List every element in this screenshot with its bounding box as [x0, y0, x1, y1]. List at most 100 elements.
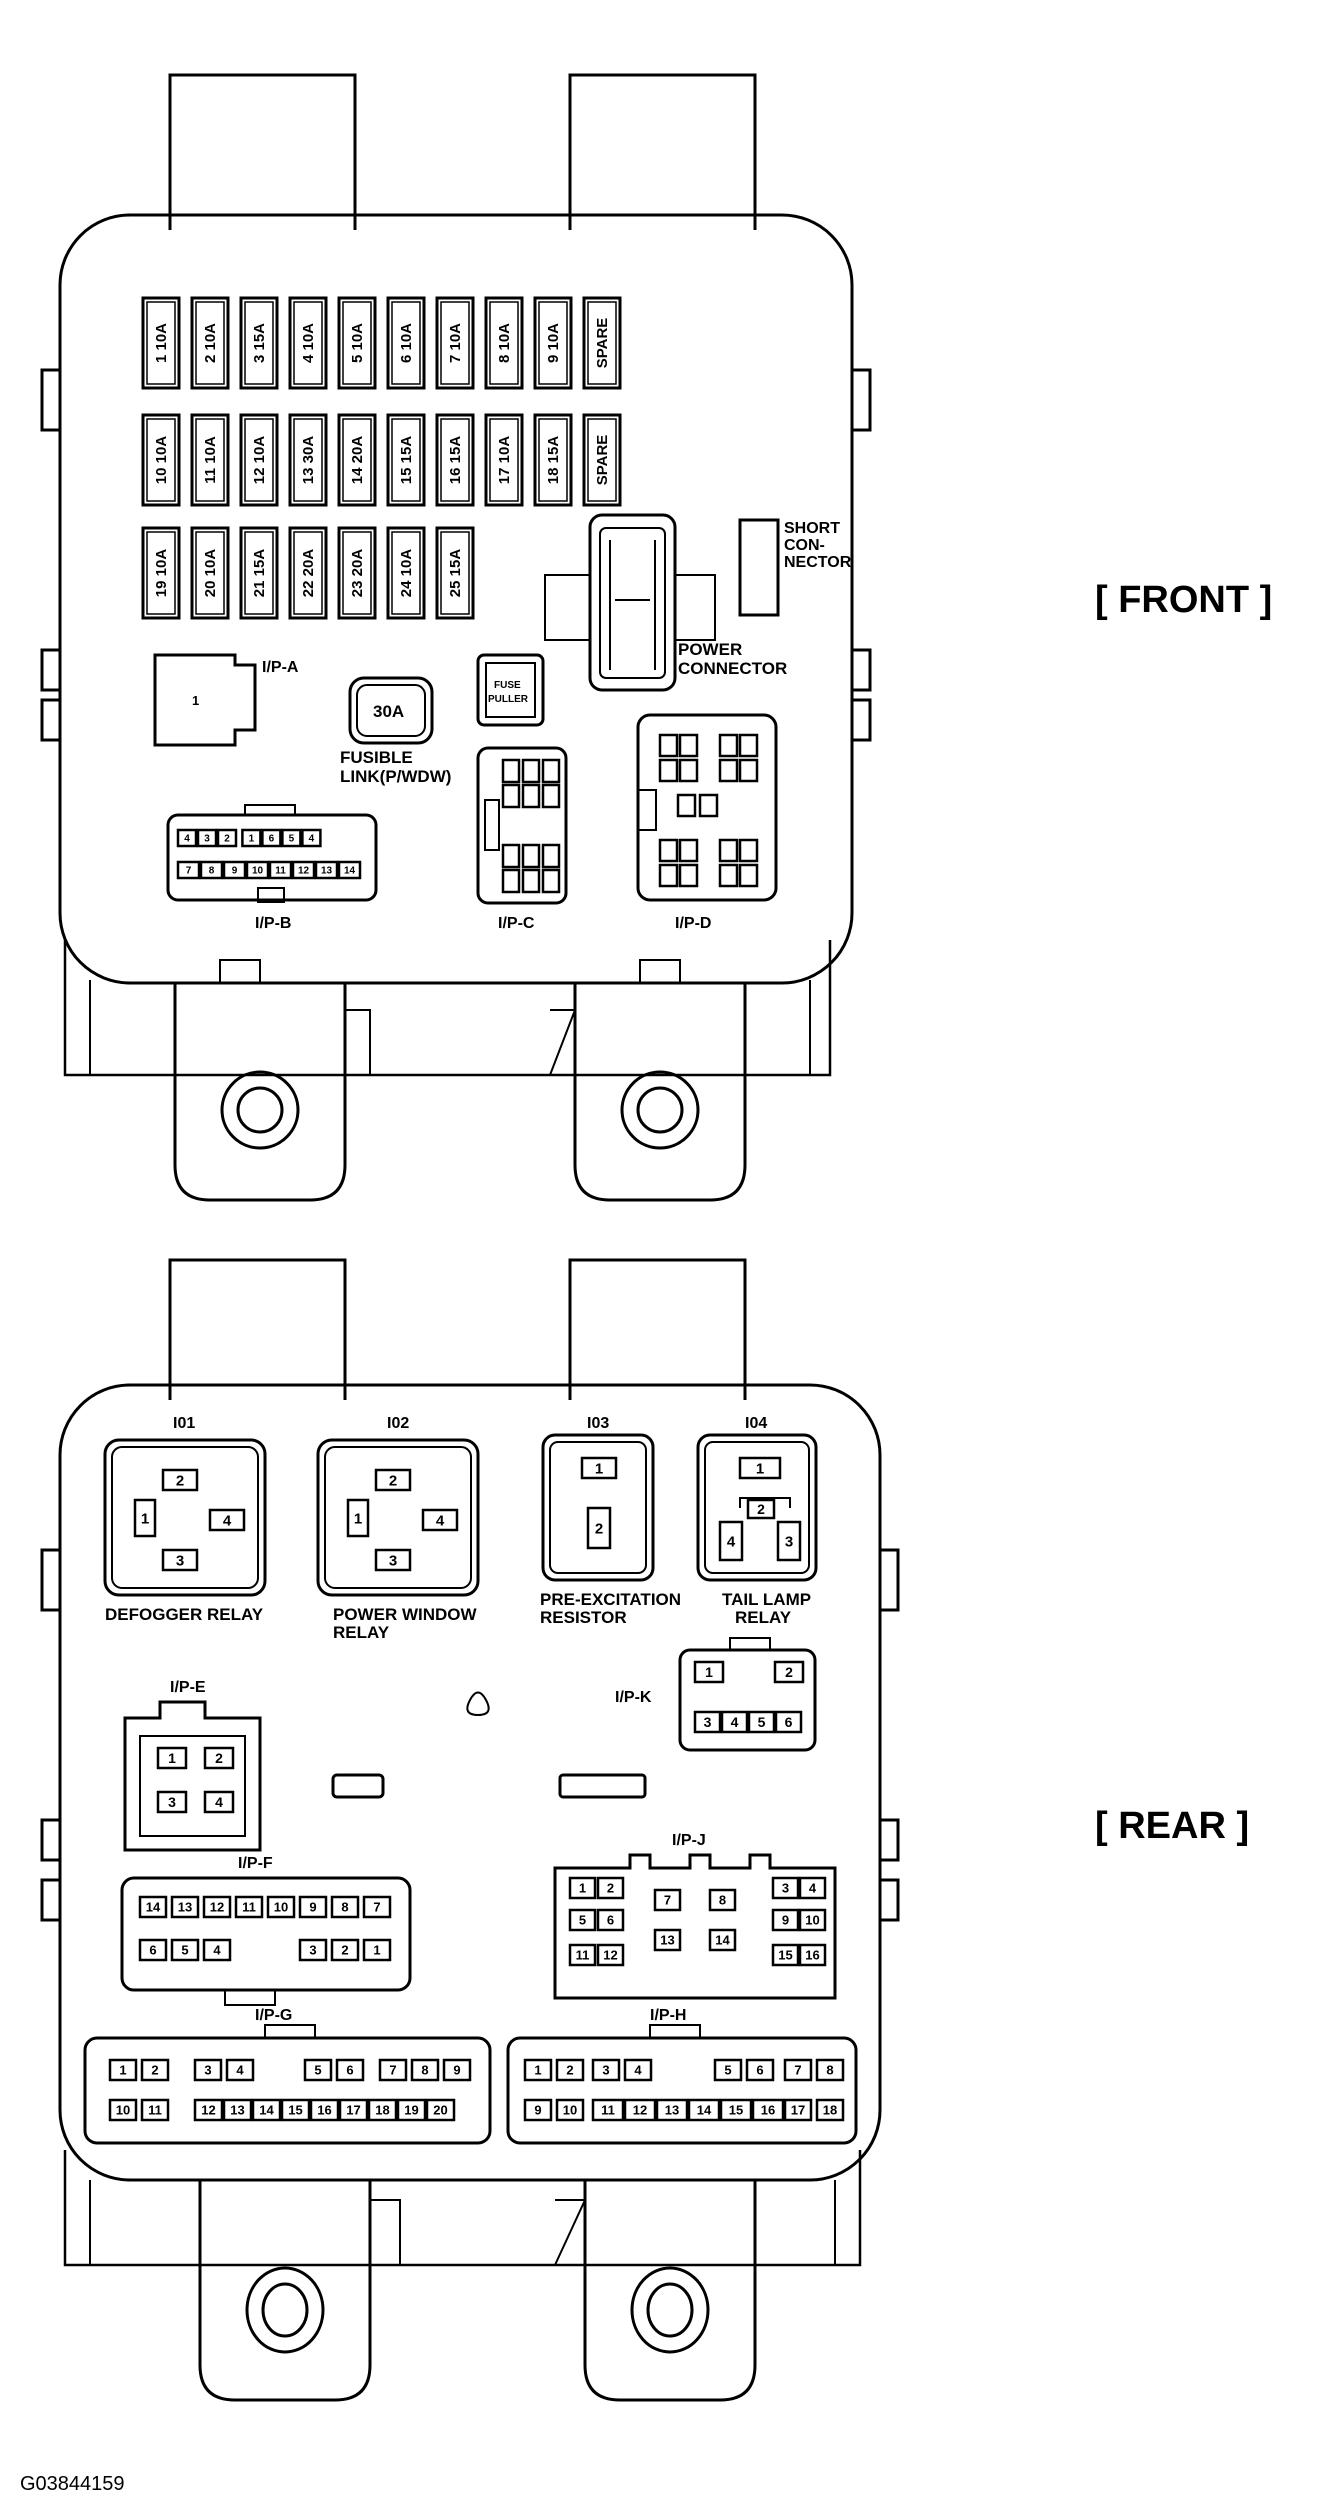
fuse-label: 5 10A [349, 323, 366, 363]
ip-d-pin [738, 863, 759, 888]
pin-label: 10 [252, 866, 264, 877]
connector-pin: 2 [586, 1506, 612, 1550]
connector-pin: 9 [771, 1908, 800, 1932]
pin-label: 2 [341, 1943, 348, 1958]
fuse-21-15a-r2: 21 15A [239, 526, 279, 620]
ip-e-label: I/P-E [170, 1679, 206, 1696]
ip-k-body [678, 1648, 817, 1752]
connector-pin: 10 [266, 1895, 296, 1919]
connector-pin: 10 [108, 2098, 138, 2122]
connector-pin: 4 [421, 1508, 459, 1532]
slot-small [331, 1773, 385, 1799]
ip-c-pin [521, 758, 541, 784]
connector-pin: 9 [523, 2098, 553, 2122]
connector-pin: 6 [596, 1908, 625, 1932]
tail-lamp-i04-code: I04 [745, 1415, 767, 1432]
pin-label: 2 [785, 1664, 793, 1680]
connector-pin: 6 [774, 1710, 803, 1734]
ip-d-pin [658, 838, 679, 863]
pin-label: 4 [184, 834, 190, 845]
ip-d-label: I/P-D [675, 915, 711, 932]
fuse-puller [476, 653, 545, 727]
fuse-4-10a-r0: 4 10A [288, 296, 328, 390]
ip-j-label: I/P-J [672, 1832, 706, 1849]
pin-label: 6 [756, 2063, 763, 2078]
pin-label: 12 [210, 1900, 224, 1915]
ip-d-pin [678, 758, 699, 783]
connector-pin: 7 [176, 860, 201, 880]
fuse-9-10a-r0: 9 10A [533, 296, 573, 390]
ip-c-pin [501, 843, 521, 869]
fuse-17-10a-r1: 17 10A [484, 413, 524, 507]
pin-label: 16 [761, 2103, 775, 2118]
connector-pin: 5 [170, 1938, 200, 1962]
ip-c-label: I/P-C [498, 915, 535, 932]
pin-label: 10 [116, 2103, 130, 2118]
fuse-19-10a-r2: 19 10A [141, 526, 181, 620]
pin-label: 2 [151, 2063, 158, 2078]
pin-label: 4 [731, 1714, 739, 1730]
connector-pin: 6 [138, 1938, 168, 1962]
ip-d-pin [678, 733, 699, 758]
pin-label: 11 [148, 2103, 162, 2118]
connector-pin: 12 [193, 2098, 224, 2122]
fuse-label: SPARE [594, 318, 611, 369]
fusible-link-30a [348, 676, 434, 745]
ip-c-pin [541, 783, 561, 809]
pin-label: 9 [782, 1913, 789, 1928]
connector-pin: 17 [783, 2098, 813, 2122]
connector-pin: 3 [693, 1710, 722, 1734]
pin-label: 1 [373, 1943, 380, 1958]
ip-c-pin [501, 783, 521, 809]
connector-pin: 2 [746, 1498, 776, 1520]
pin-label: 13 [230, 2103, 244, 2118]
connector-pin: 2 [330, 1938, 360, 1962]
fuse-23-20a-r2: 23 20A [337, 526, 377, 620]
fuse-label: 23 20A [349, 549, 366, 598]
pin-label: 7 [794, 2063, 801, 2078]
pin-label: 2 [224, 834, 230, 845]
pin-label: 6 [607, 1913, 614, 1928]
pin-label: 15 [778, 1948, 792, 1963]
connector-pin: 15 [719, 2098, 753, 2122]
rear-housing [40, 1258, 900, 2402]
connector-pin: 3 [771, 1876, 800, 1900]
connector-pin: 3 [156, 1790, 188, 1814]
pin-label: 4 [213, 1943, 221, 1958]
fuse-22-20a-r2: 22 20A [288, 526, 328, 620]
pin-label: 2 [607, 1881, 614, 1896]
pin-label: 3 [785, 1533, 793, 1550]
pin-label: 11 [275, 866, 286, 877]
triangle-mark [466, 1691, 490, 1717]
connector-pin: 8 [330, 1895, 360, 1919]
pin-label: 10 [805, 1913, 819, 1928]
ip-a-label: I/P-A [262, 659, 299, 676]
pin-label: 14 [146, 1900, 161, 1915]
ip-g-body [83, 2036, 492, 2145]
fuse-label: 25 15A [447, 549, 464, 598]
pin-label: 12 [201, 2103, 215, 2118]
connector-pin: 11 [591, 2098, 625, 2122]
ip-c-pin [541, 758, 561, 784]
pin-label: 1 [705, 1664, 713, 1680]
fuse-label: 15 15A [398, 436, 415, 485]
connector-pin: 2 [596, 1876, 625, 1900]
fuse-label: 14 20A [349, 436, 366, 485]
pin-label: 6 [346, 2063, 353, 2078]
pin-label: 14 [715, 1933, 730, 1948]
connector-pin: 19 [396, 2098, 427, 2122]
connector-pin: 7 [783, 2058, 813, 2082]
connector-pin: 11 [568, 1943, 597, 1967]
ip-d-pin [718, 863, 739, 888]
connector-pin: 11 [268, 860, 293, 880]
pin-label: 5 [181, 1943, 188, 1958]
connector-pin: 5 [281, 828, 302, 848]
pin-label: 5 [724, 2063, 731, 2078]
connector-pin: 9 [442, 2058, 472, 2082]
fuse-24-10a-r2: 24 10A [386, 526, 426, 620]
pin-label: 5 [758, 1714, 766, 1730]
fuse-label: 13 30A [300, 436, 317, 485]
